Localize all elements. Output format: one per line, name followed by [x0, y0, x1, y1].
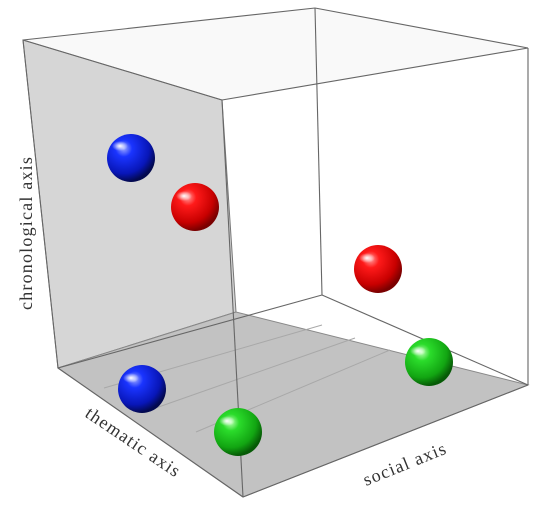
front-pane: [23, 8, 528, 100]
sphere-green-right: [405, 338, 453, 386]
sphere-blue-lower: [118, 365, 166, 413]
cube-edges: [22, 7, 529, 498]
sphere-green-front: [214, 408, 262, 456]
sphere-red-upper-left: [171, 183, 219, 231]
sphere-blue-upper: [107, 134, 155, 182]
sphere-red-right: [354, 245, 402, 293]
vertical-axis-label: chronological axis: [16, 156, 36, 310]
